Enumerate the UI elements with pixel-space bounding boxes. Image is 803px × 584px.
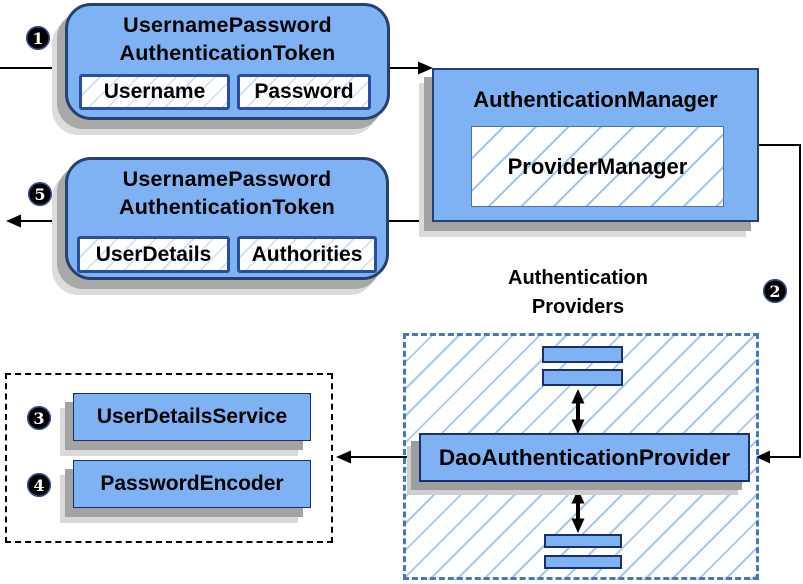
services-container <box>5 373 333 543</box>
right-arrowhead-icon <box>418 61 433 75</box>
request-token-box: UsernamePassword AuthenticationToken Use… <box>65 3 390 120</box>
password-field-label: Password <box>254 80 354 103</box>
password-field: Password <box>237 74 371 110</box>
provider-stack-bar <box>542 346 623 363</box>
result-token-title-line1: UsernamePassword <box>122 167 332 191</box>
password-encoder-box: PasswordEncoder <box>73 460 311 508</box>
user-details-service-label: UserDetailsService <box>96 405 288 428</box>
left-arrowhead-icon <box>6 214 21 228</box>
providers-heading: Authentication Providers <box>428 264 728 322</box>
provider-stack-bar <box>544 555 622 569</box>
left-arrowhead-icon <box>336 450 351 464</box>
username-field: Username <box>79 74 230 110</box>
step-badge-5-number: 5 <box>34 184 46 204</box>
request-token-title-line2: AuthenticationToken <box>119 41 336 65</box>
userdetails-field-label: UserDetails <box>95 242 212 266</box>
step-badge-1-number: 1 <box>32 28 44 48</box>
step-badge-2: 2 <box>763 279 787 303</box>
result-token-title: UsernamePassword AuthenticationToken <box>68 165 386 221</box>
step-badge-3: 3 <box>27 406 51 430</box>
authorities-field: Authorities <box>237 236 377 273</box>
result-token-box: UsernamePassword AuthenticationToken Use… <box>65 157 389 280</box>
step-badge-4: 4 <box>27 473 51 497</box>
request-token-title-line1: UsernamePassword <box>123 13 332 37</box>
user-details-service-box: UserDetailsService <box>73 393 311 441</box>
provider-manager-label: ProviderManager <box>507 153 688 179</box>
step-badge-2-number: 2 <box>769 281 781 301</box>
password-encoder-label: PasswordEncoder <box>100 472 284 495</box>
provider-stack-bar <box>542 369 623 386</box>
dao-authentication-provider-label: DaoAuthenticationProvider <box>438 444 731 470</box>
userdetails-field: UserDetails <box>77 236 230 273</box>
providers-heading-line1: Authentication <box>508 267 648 289</box>
request-token-title: UsernamePassword AuthenticationToken <box>68 11 387 67</box>
username-field-label: Username <box>103 80 206 103</box>
authorities-field-label: Authorities <box>251 242 363 266</box>
providers-heading-line2: Providers <box>531 296 625 318</box>
step-badge-4-number: 4 <box>33 475 45 495</box>
step-badge-3-number: 3 <box>33 408 45 428</box>
provider-stack-bar <box>544 534 622 548</box>
result-token-title-line2: AuthenticationToken <box>118 195 335 219</box>
dao-authentication-provider-box: DaoAuthenticationProvider <box>419 433 750 482</box>
authentication-manager-box: AuthenticationManager ProviderManager <box>432 68 759 222</box>
provider-manager-box: ProviderManager <box>471 126 724 207</box>
step-badge-5: 5 <box>28 182 52 206</box>
step-badge-1: 1 <box>26 26 50 50</box>
authentication-manager-title: AuthenticationManager <box>473 87 718 112</box>
